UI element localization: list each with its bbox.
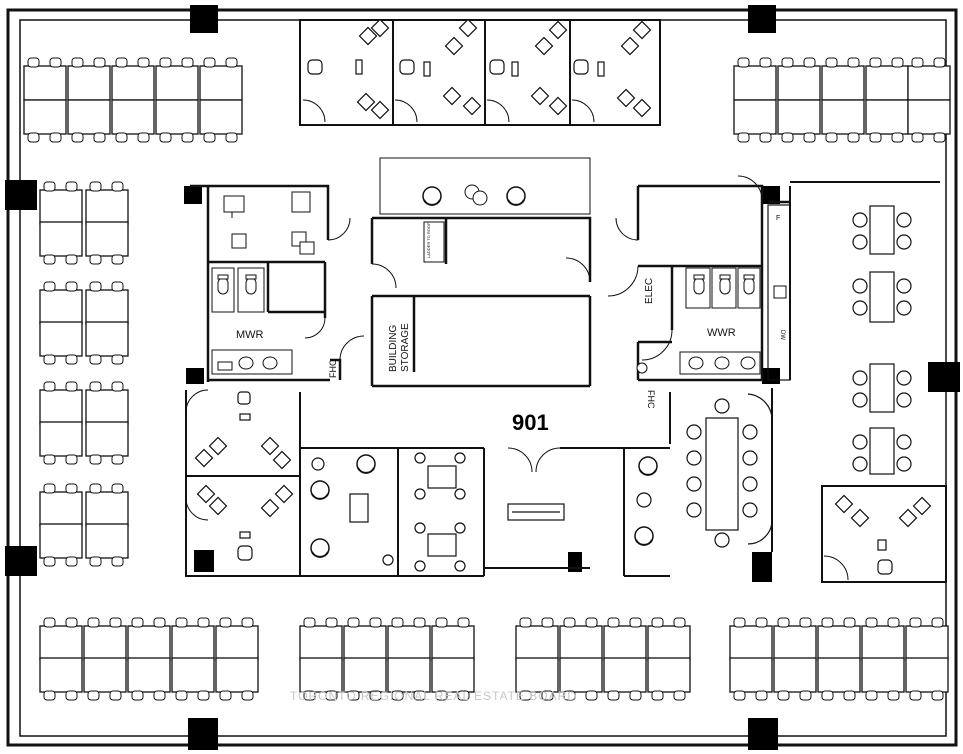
ladder-to-roof-label: LADDER TO ROOF	[426, 222, 431, 258]
room-labels: MWR WWR ELEC BUILDING STORAGE FHC FHC LA…	[236, 215, 785, 703]
right-dining-tables	[852, 205, 912, 475]
core-walls	[190, 184, 790, 388]
corner-office-right	[821, 485, 947, 583]
workstations-bottom	[39, 617, 949, 701]
fhc-left-label: FHC	[328, 359, 338, 378]
fhc-right-label: FHC	[646, 390, 656, 409]
boardroom	[669, 388, 773, 552]
right-kitchen	[767, 181, 940, 381]
workstations-left	[39, 181, 129, 567]
washroom-fixtures	[211, 267, 761, 375]
lower-offices-furniture	[194, 391, 658, 572]
unit-number: 901	[512, 410, 549, 435]
elec-label: ELEC	[644, 278, 655, 304]
mwr-label: MWR	[236, 329, 264, 341]
workstations-top-right	[733, 57, 951, 143]
building-storage-label-line2: STORAGE	[400, 323, 411, 372]
workstations-top-left	[23, 57, 243, 143]
dishwasher-label: DW	[779, 330, 785, 340]
door-swings-core	[304, 175, 763, 361]
building-storage-label-line1: BUILDING	[388, 325, 399, 372]
top-private-offices	[299, 19, 661, 126]
structural-columns	[5, 5, 960, 750]
watermark: TORONTO REGIONAL REAL ESTATE BOARD	[290, 689, 577, 703]
lower-offices-walls	[185, 389, 670, 577]
wwr-label: WWR	[707, 327, 736, 339]
fridge-label: F	[776, 215, 780, 222]
lounge-seating	[223, 157, 591, 255]
office-furniture-top	[307, 18, 652, 120]
